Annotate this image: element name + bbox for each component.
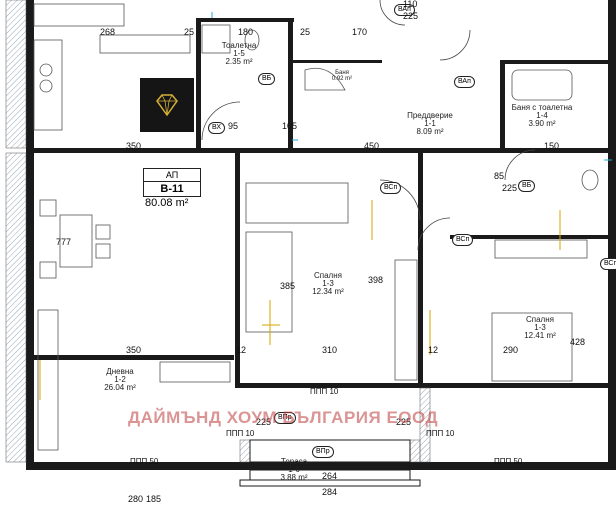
room-hall: Преддверие 1-1 8.09 m²	[400, 112, 460, 136]
room-bedroom1-area: 12.34 m²	[312, 287, 344, 296]
sill-label-1: ППП 10	[310, 387, 339, 396]
dim-180: 180	[238, 27, 254, 37]
unit-area: 80.08 m²	[145, 197, 189, 209]
room-bedroom2: Спалня 1-3 12.41 m²	[512, 316, 568, 340]
dim-85a: 85	[494, 171, 505, 181]
sill-label-2: ППП 50	[130, 457, 159, 466]
bedroom1-furniture	[245, 182, 418, 381]
dim-95: 95	[228, 121, 239, 131]
dim-350b: 350	[126, 345, 142, 355]
room-toilet: Тоалетна 1-5 2.35 m²	[214, 42, 264, 66]
dim-225c: 225	[256, 417, 272, 427]
interior-walls	[34, 18, 608, 388]
bath-fixtures	[201, 24, 599, 191]
dim-185: 185	[146, 494, 162, 504]
dim-150: 150	[544, 141, 560, 151]
dim-110: 110	[403, 0, 418, 9]
sill-label-3: ППП 50	[494, 457, 523, 466]
dim-450: 450	[364, 141, 380, 151]
terrace	[239, 439, 421, 487]
dim-25b: 25	[300, 27, 311, 37]
dim-225a: 225	[403, 11, 419, 21]
tag-vap-1: ВАп	[394, 4, 415, 16]
room-shower: Баня 0.92 m²	[322, 70, 362, 82]
tag-vb-1: ВБ	[258, 73, 276, 85]
dim-105: 105	[282, 121, 298, 131]
room-bedroom2-code: 1-3	[534, 323, 546, 332]
sill-label-4: ППП 10	[226, 429, 255, 438]
room-bath-name: Баня с тоалетна	[511, 103, 573, 112]
cyan-marks	[211, 9, 612, 161]
room-bath: Баня с тоалетна 1-4 3.90 m²	[505, 104, 579, 128]
dim-25a: 25	[184, 27, 195, 37]
dim-310: 310	[322, 345, 338, 355]
dim-225b: 225	[502, 183, 518, 193]
bedroom2-furniture	[491, 239, 588, 382]
room-hall-code: 1-1	[424, 119, 436, 128]
room-hall-name: Преддверие	[407, 111, 453, 120]
dim-428: 428	[570, 337, 586, 347]
tag-vh: ВХ	[208, 122, 226, 134]
kitchen-furniture	[33, 3, 191, 131]
room-bedroom1-name: Спалня	[314, 271, 342, 280]
room-toilet-area: 2.35 m²	[225, 57, 253, 66]
tag-vsp-1: ВСп	[380, 182, 402, 194]
yellow-marks	[39, 200, 561, 400]
room-hall-area: 8.09 m²	[416, 127, 444, 136]
unit-code: В-11	[160, 183, 184, 195]
unit-label: АП В-11	[143, 168, 201, 197]
room-living-code: 1-2	[114, 375, 126, 384]
dim-350a: 350	[126, 141, 142, 151]
dim-280: 280	[128, 494, 144, 504]
tag-vpr-1: ВПр	[312, 446, 334, 458]
tag-vsp-2: ВСп	[452, 234, 474, 246]
room-living: Дневна 1-2 26.04 m²	[92, 368, 148, 392]
room-bedroom1-code: 1-3	[322, 279, 334, 288]
room-living-name: Дневна	[106, 367, 134, 376]
room-toilet-code: 1-5	[233, 49, 245, 58]
outer-walls	[26, 0, 616, 470]
dim-385: 385	[280, 281, 296, 291]
room-bedroom1: Спалня 1-3 12.34 m²	[300, 272, 356, 296]
dim-777: 777	[56, 237, 72, 247]
diamond-icon	[156, 94, 178, 117]
watermark: ДАЙМЪНД ХОУМ БЪЛГАРИЯ ЕООД	[128, 408, 439, 427]
tag-vap-2: ВАп	[454, 76, 475, 88]
room-terrace-name: Тераса	[280, 457, 308, 466]
room-bath-code: 1-4	[536, 111, 548, 120]
room-bedroom2-name: Спалня	[526, 315, 554, 324]
sill-label-5: ППП 10	[426, 429, 455, 438]
dim-284: 284	[322, 487, 338, 497]
dim-398: 398	[368, 275, 384, 285]
dim-225d: 225	[396, 417, 412, 427]
hatched-walls	[5, 0, 431, 463]
dim-170: 170	[352, 27, 368, 37]
room-terrace-code: 1-6	[288, 465, 300, 474]
room-terrace-area: 3.88 m²	[280, 473, 308, 482]
company-logo	[140, 78, 194, 132]
tag-vpr-2: ВПр	[274, 412, 296, 424]
room-shower-name: Баня	[335, 70, 349, 76]
room-living-area: 26.04 m²	[104, 383, 136, 392]
room-terrace: Тераса 1-6 3.88 m²	[266, 458, 322, 482]
dim-12a: 12	[236, 345, 247, 355]
room-toilet-name: Тоалетна	[221, 41, 257, 50]
dim-12b: 12	[428, 345, 439, 355]
door-swings	[201, 0, 536, 251]
room-shower-area: 0.92 m²	[331, 76, 353, 82]
dim-264: 264	[322, 471, 338, 481]
dim-268: 268	[100, 27, 116, 37]
tag-vb-2: ВБ	[518, 180, 536, 192]
room-bath-area: 3.90 m²	[528, 119, 556, 128]
dining-table	[39, 199, 111, 279]
tag-vsp-3: ВСп	[600, 258, 616, 270]
living-sofa	[37, 309, 231, 451]
unit-prefix: АП	[144, 169, 200, 182]
room-bedroom2-area: 12.41 m²	[524, 331, 556, 340]
dim-290: 290	[503, 345, 519, 355]
